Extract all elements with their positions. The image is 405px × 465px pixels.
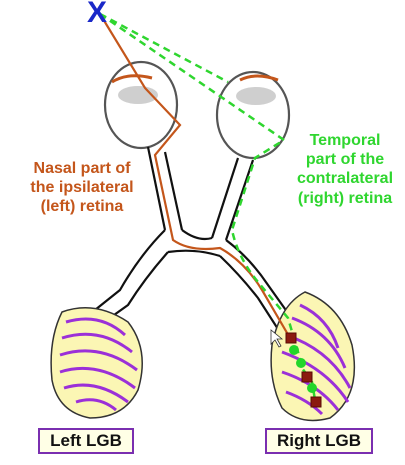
temporal-retina-label: Temporal part of the contralateral (righ… <box>284 131 405 208</box>
nasal-label-line-3: (left) retina <box>40 198 124 216</box>
synapse-temporal-3 <box>307 383 317 393</box>
synapse-nasal-3 <box>310 396 322 408</box>
synapse-nasal-1 <box>285 332 297 344</box>
stimulus-x-mark: X <box>87 0 108 29</box>
left-optic-tract-inner <box>99 251 169 326</box>
temporal-label-line-4: (right) retina <box>297 189 393 207</box>
left-lgb-label: Left LGB <box>38 428 134 454</box>
right-optic-nerve-outer <box>210 157 240 239</box>
synapse-temporal-2 <box>296 358 306 368</box>
temporal-label-line-2: part of the <box>305 151 385 169</box>
temporal-ray-upper <box>99 12 229 84</box>
chiasm-bottom <box>167 249 221 258</box>
left-optic-tract-outer <box>84 229 166 319</box>
nasal-pathway <box>99 13 291 339</box>
right-lgb <box>270 291 356 422</box>
left-optic-nerve-outer <box>146 146 167 231</box>
nasal-label-line-2: the ipsilateral <box>30 179 134 197</box>
right-optic-nerve-inner <box>224 159 255 241</box>
synapse-nasal-2 <box>301 371 313 383</box>
synapse-temporal-1 <box>289 345 299 355</box>
temporal-label-line-3: contralateral <box>296 170 394 188</box>
right-optic-tract-outer <box>225 239 301 331</box>
right-eye <box>215 70 291 160</box>
right-optic-tract-inner <box>219 255 286 341</box>
nasal-label-line-1: Nasal part of <box>33 160 131 177</box>
left-lgb <box>50 307 143 419</box>
nasal-retina-label: Nasal part of the ipsilateral (left) ret… <box>2 159 162 217</box>
temporal-label-line-1: Temporal <box>309 132 381 149</box>
chiasm-top <box>181 229 213 241</box>
left-optic-nerve-inner <box>163 151 184 231</box>
cursor-icon <box>270 329 284 348</box>
left-eye <box>103 60 179 150</box>
right-lgb-label: Right LGB <box>265 428 373 454</box>
